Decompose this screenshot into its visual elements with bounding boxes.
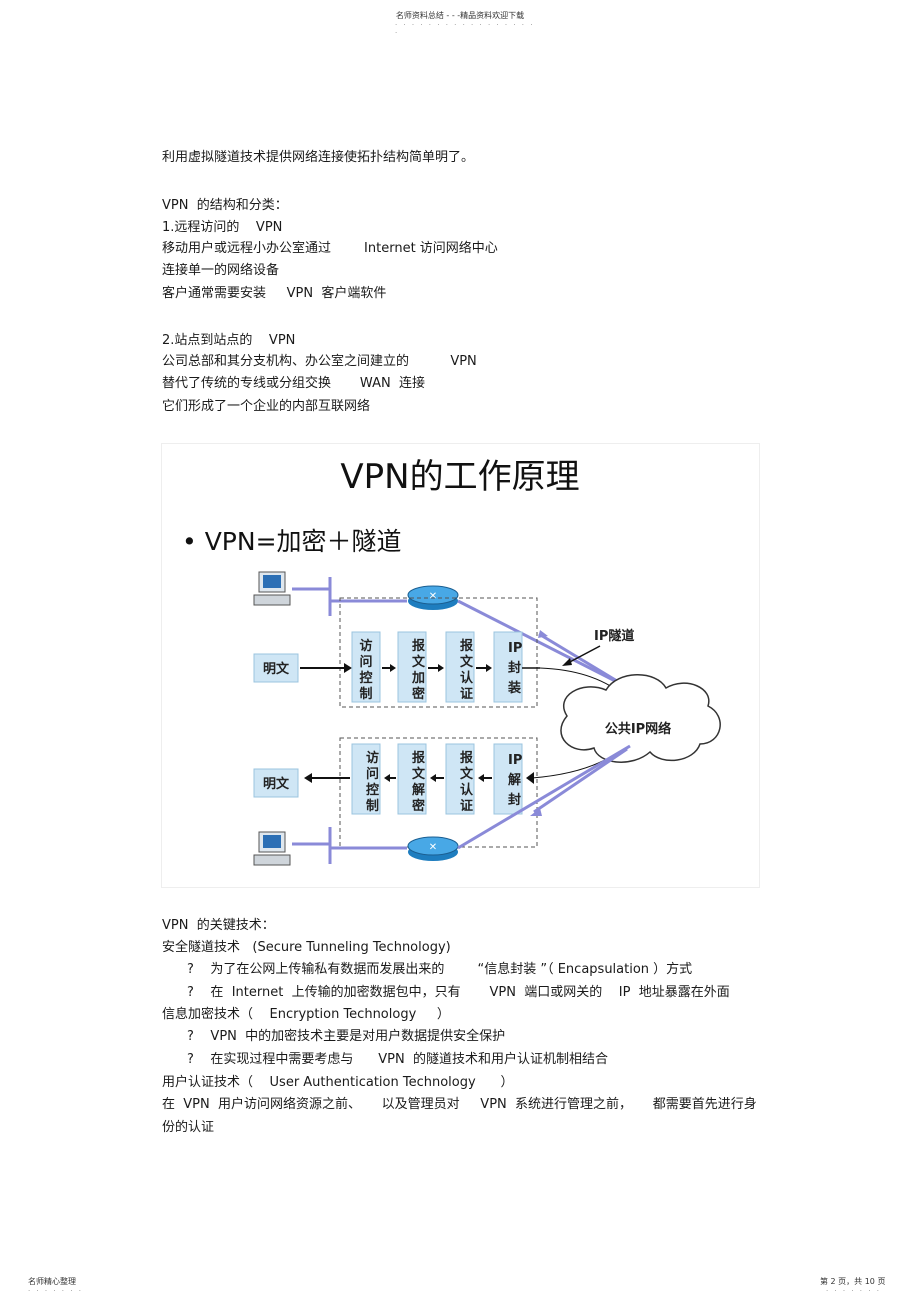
section-heading: VPN 的关键技术：: [162, 918, 275, 933]
page-header: 名师资料总结 - - -精品资料欢迎下载: [395, 11, 525, 20]
figure-bullet: • VPN=加密＋隧道: [182, 527, 402, 556]
router-icon: ✕: [407, 585, 459, 610]
footer-dots: · · · · · · ·: [826, 1287, 881, 1295]
list-item: ? VPN 中的加密技术主要是对用户数据提供安全保护: [187, 1029, 506, 1044]
paragraph: 利用虚拟隧道技术提供网络连接使拓扑结构简单明了。: [162, 150, 475, 165]
paragraph: 份的认证: [162, 1120, 215, 1135]
ip-tunnel-label: IP隧道: [594, 628, 634, 644]
public-ip-network-cloud: 公共IP网络: [560, 674, 721, 763]
box-decrypt: 报文解密: [411, 751, 426, 814]
list-item: ? 为了在公网上传输私有数据而发展出来的 “信息封装 ”（ Encapsulat…: [187, 962, 693, 977]
box-access-control: 访问控制: [359, 638, 372, 702]
paragraph: 连接单一的网络设备: [162, 263, 280, 278]
paragraph: 客户通常需要安装 VPN 客户端软件: [162, 286, 387, 301]
paragraph: 它们形成了一个企业的内部互联网络: [162, 399, 371, 414]
box-authenticate: 报文认证: [460, 751, 474, 814]
list-heading: 2.站点到站点的 VPN: [162, 333, 296, 348]
page-number: 第 2 页，共 10 页: [820, 1277, 886, 1286]
paragraph: 安全隧道技术 (Secure Tunneling Technology): [162, 940, 451, 955]
footer-left: 名师精心整理: [28, 1277, 76, 1286]
paragraph: 信息加密技术（ Encryption Technology ）: [162, 1007, 450, 1022]
plaintext-label: 明文: [263, 776, 290, 792]
svg-text:✕: ✕: [429, 842, 437, 853]
box-encrypt: 报文加密: [411, 639, 426, 702]
paragraph: 移动用户或远程小办公室通过 Internet 访问网络中心: [162, 241, 498, 256]
router-icon: ✕: [407, 836, 459, 861]
plaintext-label: 明文: [263, 661, 290, 677]
list-heading: 1.远程访问的 VPN: [162, 220, 283, 235]
paragraph: 替代了传统的专线或分组交换 WAN 连接: [162, 376, 425, 391]
footer-dots: · · · · · · ·: [28, 1287, 83, 1295]
computer-icon: [253, 571, 291, 606]
list-item: ? 在 Internet 上传输的加密数据包中，只有 VPN 端口或网关的 IP…: [187, 985, 730, 1000]
figure-title: VPN的工作原理: [340, 457, 579, 497]
paragraph: 用户认证技术（ User Authentication Technology ）: [162, 1075, 514, 1090]
list-item: ? 在实现过程中需要考虑与 VPN 的隧道技术和用户认证机制相结合: [187, 1052, 608, 1067]
vpn-diagram-figure: VPN的工作原理 • VPN=加密＋隧道 ✕ 明文 访问控制: [161, 443, 760, 888]
header-dots: · · · · · · · · · · · · · · · · · ·: [395, 21, 535, 37]
svg-text:✕: ✕: [429, 591, 437, 602]
cloud-label: 公共IP网络: [605, 721, 671, 737]
paragraph: 公司总部和其分支机构、办公室之间建立的 VPN: [162, 354, 477, 369]
box-access-control: 访问控制: [366, 750, 379, 814]
section-heading: VPN 的结构和分类：: [162, 198, 288, 213]
box-authenticate: 报文认证: [460, 639, 474, 702]
computer-icon: [253, 831, 291, 866]
paragraph: 在 VPN 用户访问网络资源之前、 以及管理员对 VPN 系统进行管理之前， 都…: [162, 1097, 757, 1112]
